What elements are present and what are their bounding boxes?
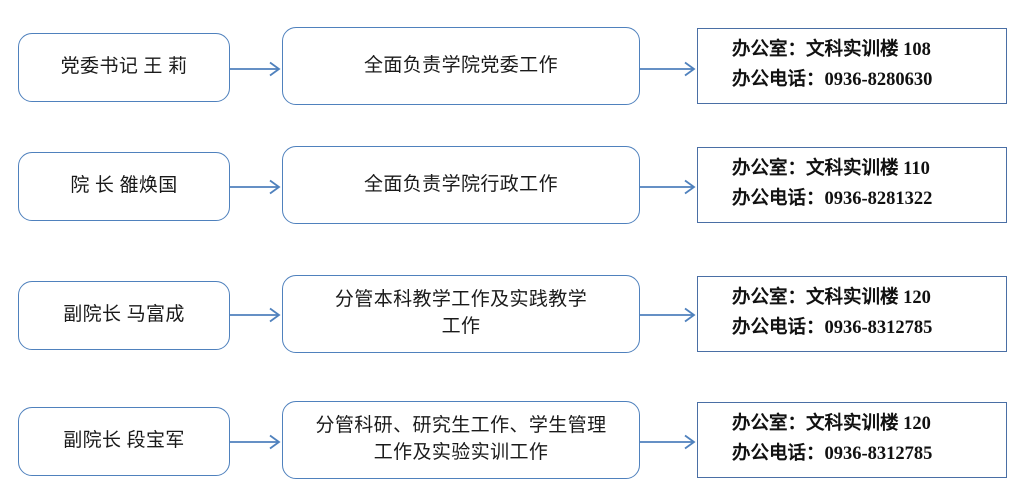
- duty-label: 分管科研、研究生工作、学生管理 工作及实验实训工作: [315, 415, 607, 463]
- office-phone: 办公电话：0936-8280630: [732, 70, 933, 90]
- arrow-right-icon: [230, 434, 281, 450]
- person-box[interactable]: 党委书记 王 莉: [18, 33, 230, 102]
- arrow-right-icon: [640, 307, 696, 323]
- office-location: 办公室：文科实训楼 108: [732, 40, 931, 61]
- duty-box[interactable]: 分管科研、研究生工作、学生管理 工作及实验实训工作: [282, 401, 640, 479]
- contact-lines: 办公室：文科实训楼 110 办公电话：0936-8281322: [698, 155, 1006, 215]
- office-phone: 办公电话：0936-8312785: [732, 444, 933, 464]
- person-label: 副院长 马富成: [63, 304, 185, 326]
- connector-person-to-duty: [230, 60, 282, 78]
- arrow-right-icon: [230, 179, 281, 195]
- connector-duty-to-contact: [640, 178, 697, 196]
- connector-duty-to-contact: [640, 60, 697, 78]
- duty-label: 分管本科教学工作及实践教学 工作: [334, 289, 588, 337]
- person-label: 院 长 雒焕国: [70, 175, 178, 197]
- person-label: 党委书记 王 莉: [60, 56, 188, 78]
- person-box[interactable]: 副院长 段宝军: [18, 407, 230, 476]
- arrow-right-icon: [640, 434, 696, 450]
- person-box[interactable]: 院 长 雒焕国: [18, 152, 230, 221]
- duty-label: 全面负责学院行政工作: [363, 173, 558, 195]
- duty-box[interactable]: 全面负责学院党委工作: [282, 27, 640, 105]
- office-location: 办公室：文科实训楼 120: [732, 414, 931, 435]
- person-label: 副院长 段宝军: [63, 430, 185, 452]
- connector-person-to-duty: [230, 433, 282, 451]
- duty-box[interactable]: 全面负责学院行政工作: [282, 146, 640, 224]
- office-location: 办公室：文科实训楼 120: [732, 288, 931, 309]
- contact-box[interactable]: 办公室：文科实训楼 108 办公电话：0936-8280630: [697, 28, 1007, 104]
- contact-lines: 办公室：文科实训楼 120 办公电话：0936-8312785: [698, 284, 1006, 344]
- office-phone: 办公电话：0936-8312785: [732, 318, 933, 338]
- contact-box[interactable]: 办公室：文科实训楼 120 办公电话：0936-8312785: [697, 276, 1007, 352]
- person-box[interactable]: 副院长 马富成: [18, 281, 230, 350]
- connector-duty-to-contact: [640, 306, 697, 324]
- arrow-right-icon: [230, 61, 281, 77]
- office-phone: 办公电话：0936-8281322: [732, 189, 933, 209]
- contact-lines: 办公室：文科实训楼 108 办公电话：0936-8280630: [698, 36, 1006, 96]
- arrow-right-icon: [640, 179, 696, 195]
- contact-lines: 办公室：文科实训楼 120 办公电话：0936-8312785: [698, 410, 1006, 470]
- duty-box[interactable]: 分管本科教学工作及实践教学 工作: [282, 275, 640, 353]
- arrow-right-icon: [230, 307, 281, 323]
- connector-duty-to-contact: [640, 433, 697, 451]
- arrow-right-icon: [640, 61, 696, 77]
- contact-box[interactable]: 办公室：文科实训楼 110 办公电话：0936-8281322: [697, 147, 1007, 223]
- contact-box[interactable]: 办公室：文科实训楼 120 办公电话：0936-8312785: [697, 402, 1007, 478]
- office-location: 办公室：文科实训楼 110: [732, 159, 930, 180]
- connector-person-to-duty: [230, 306, 282, 324]
- duty-label: 全面负责学院党委工作: [363, 54, 558, 76]
- connector-person-to-duty: [230, 178, 282, 196]
